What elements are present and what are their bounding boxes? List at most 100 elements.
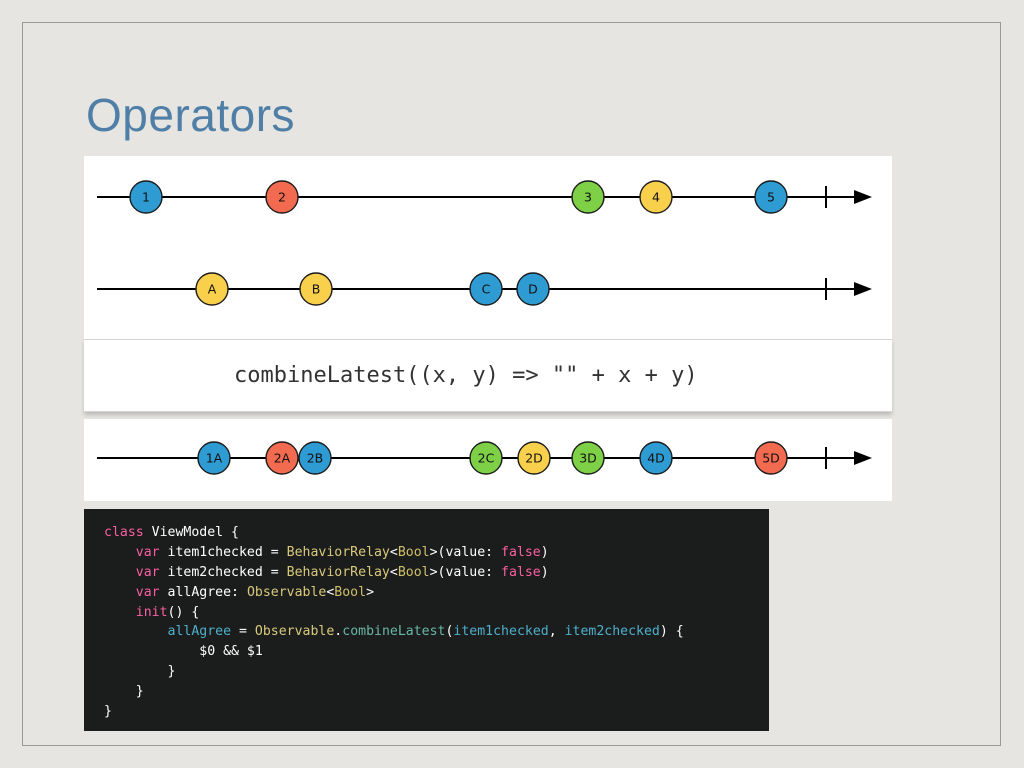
marble-circle [639,441,673,475]
diagram-separator [84,412,892,419]
code-token: allAgree [167,624,232,640]
marble: 2C [469,441,503,475]
code-token: >(value: [429,564,502,580]
marble-label: 5 [767,190,775,205]
marble: 2D [517,441,551,475]
code-token [104,545,136,560]
code-token: } [104,664,176,680]
code-line: init() { [104,603,769,623]
code-token: item1checked [453,624,549,640]
marble-label: A [208,282,217,297]
code-token: . [334,624,343,640]
timeline-arrow-icon [854,451,872,465]
code-line: allAgree = Observable.combineLatest(item… [104,622,769,642]
marble-label: 2D [525,451,543,466]
code-line: class ViewModel { [104,523,769,543]
code-line: var item1checked = BehaviorRelay<Bool>(v… [104,543,769,563]
marble: 4 [639,180,673,214]
marble-label: 2C [478,451,495,466]
code-token [104,585,136,600]
marble: B [299,272,333,306]
marble-circle [197,441,231,475]
marble-label: 5D [762,451,780,466]
stream-result: 1A 2A 2B 2C 2D 3D 4D 5D [97,441,872,475]
slide-title: Operators [86,89,296,141]
marble-circle [571,441,605,475]
code-token: Observable [254,624,335,640]
code-token: Bool [334,584,367,600]
code-token: = [231,624,255,640]
marble: C [469,272,503,306]
code-token: allAgree: [159,584,247,600]
marble: 5 [754,180,788,214]
marble-circle [639,180,673,214]
marble-circle [265,180,299,214]
code-line: var allAgree: Observable<Bool> [104,583,769,603]
marble-label: 1 [142,190,150,205]
code-line: } [104,682,769,702]
marble-label: 2B [307,451,324,466]
marble: A [195,272,229,306]
marble-label: 1A [206,451,223,466]
code-token: false [501,544,541,560]
marble: 1A [197,441,231,475]
code-line: $0 && $1 [104,642,769,662]
marble: 3D [571,441,605,475]
code-token: false [501,564,541,580]
timeline-arrow-icon [854,190,872,204]
marble-circle [571,180,605,214]
code-token: Bool [397,544,430,560]
marble: 2A [265,441,299,475]
marble: 5D [754,441,788,475]
code-token: Bool [397,564,430,580]
code-token [104,565,136,580]
code-token: class [104,525,144,540]
code-token: , [548,624,565,640]
code-token: ) [540,544,549,560]
code-token: var [135,564,160,580]
operator-label: combineLatest((x, y) => "" + x + y) [234,363,698,388]
marble: D [516,272,550,306]
timeline-arrow-icon [854,282,872,296]
code-token: >(value: [429,544,502,560]
marble-circle [469,272,503,306]
marble-circle [195,272,229,306]
code-token: () { [167,604,200,620]
code-token [104,624,168,639]
marble: 3 [571,180,605,214]
marble-circle [516,272,550,306]
code-token [104,605,136,620]
code-token: item2checked = [159,564,287,580]
code-token: $0 && $1 [104,644,263,660]
code-token: init [135,604,168,620]
marble-circle [754,180,788,214]
code-token: < [326,584,335,600]
stream-source-letters: A B C D [97,272,872,306]
code-line: var item2checked = BehaviorRelay<Bool>(v… [104,563,769,583]
code-token: combineLatest [342,624,446,640]
code-token: > [366,584,375,600]
code-token: } [104,704,112,720]
slide-frame [22,22,1001,746]
code-token: < [389,544,398,560]
code-token: ) { [659,624,684,640]
marble-label: 2A [274,451,291,466]
code-token: BehaviorRelay [286,564,390,580]
marble: 4D [639,441,673,475]
code-token: < [389,564,398,580]
marble: 1 [129,180,163,214]
code-token: Observable [246,584,327,600]
marble-circle [299,272,333,306]
marble-circle [517,441,551,475]
marble-circle [129,180,163,214]
marble-label: C [482,282,491,297]
marble-circle [469,441,503,475]
marble-label: B [312,282,321,297]
code-block: class ViewModel { var item1checked = Beh… [84,509,769,731]
marble: 2B [298,441,332,475]
code-token: ) [540,564,549,580]
marble-label: D [528,282,538,297]
code-token: BehaviorRelay [286,544,390,560]
